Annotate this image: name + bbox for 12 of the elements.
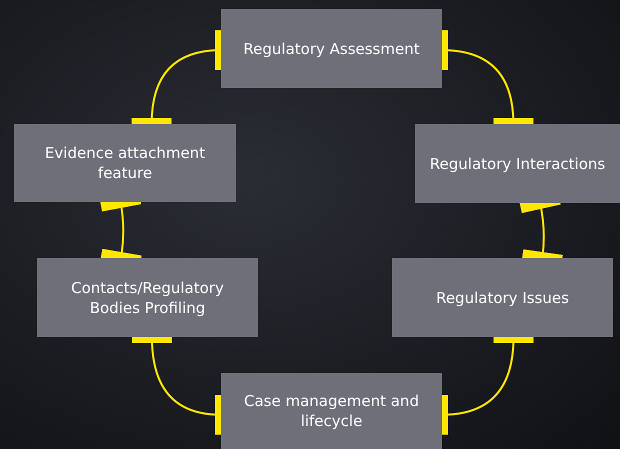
box-label: Case management and lifecycle [243, 391, 420, 431]
box-label: Contacts/Regulatory Bodies Profiling [70, 278, 225, 318]
process-box [221, 9, 442, 88]
box-label: Regulatory Assessment [243, 38, 420, 58]
box-label: Regulatory Issues [436, 288, 569, 308]
box-label: Regulatory Interactions [430, 154, 606, 174]
process-box [37, 258, 258, 337]
process-box [415, 124, 620, 203]
box-label: Evidence attachment feature [44, 143, 206, 183]
process-box [14, 124, 236, 202]
process-box [392, 258, 613, 337]
process-box [221, 373, 442, 449]
